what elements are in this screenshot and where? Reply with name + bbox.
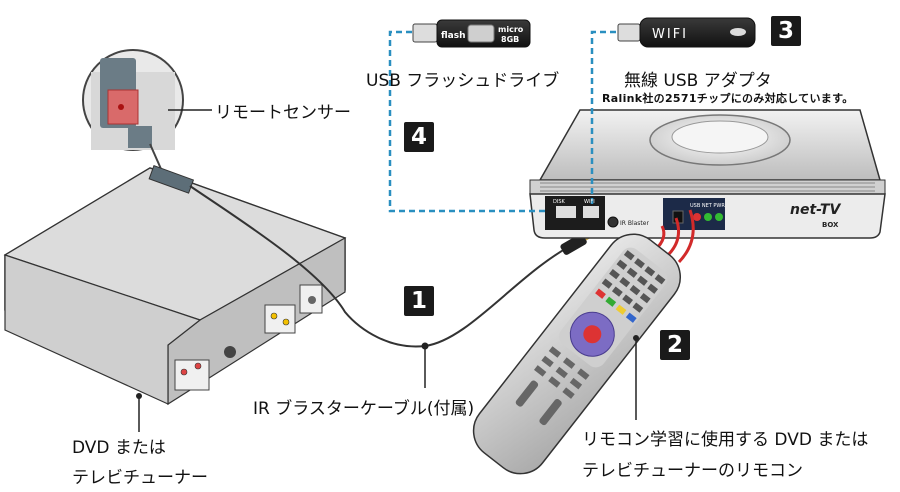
tv-remote-control (472, 233, 682, 475)
net-tv-logo-sub: BOX (822, 221, 839, 229)
usb-flash-dashed-line (388, 30, 546, 213)
led-labels: USB NET PWR (690, 203, 725, 209)
ir-port-label: IR Blaster (620, 220, 649, 227)
remote-sensor-label: リモートセンサー (215, 103, 351, 123)
step-badge-1: 1 (404, 286, 434, 316)
net-tv-box (529, 109, 886, 239)
dvd-player (3, 165, 347, 406)
wifi-dashed-line (590, 30, 616, 206)
port-wifi-label: WIFI (584, 199, 595, 205)
wifi-chip-note: Ralink社の2571チップにのみ対応しています。 (602, 92, 854, 105)
flash-brand-text: flash (441, 31, 466, 41)
remote-label-line2: テレビチューナーのリモコン (582, 461, 803, 481)
wifi-adapter-label: 無線 USB アダプタ (624, 71, 772, 91)
ir-cable-label: IR ブラスターケーブル(付属) (253, 399, 475, 419)
usb-flash-drive (412, 19, 531, 48)
dvd-label-line2: テレビチューナー (72, 468, 208, 488)
wifi-stick-text: WIFI (652, 27, 688, 42)
dvd-label-line1: DVD または (72, 438, 166, 458)
net-tv-logo: net-TV (790, 202, 841, 218)
sensor-zoom-circle (82, 49, 184, 179)
step-badge-4: 4 (404, 122, 434, 152)
port-disk-label: DISK (553, 199, 565, 205)
ir-blaster-cable (189, 185, 579, 348)
step-badge-2: 2 (660, 330, 690, 360)
remote-label-line1: リモコン学習に使用する DVD または (582, 430, 869, 450)
flash-capacity-text: micro (498, 25, 524, 34)
flash-capacity-size-text: 8GB (501, 35, 519, 44)
usb-flash-label: USB フラッシュドライブ (366, 71, 560, 91)
step-badge-3: 3 (771, 16, 801, 46)
wifi-usb-adapter (617, 17, 756, 48)
